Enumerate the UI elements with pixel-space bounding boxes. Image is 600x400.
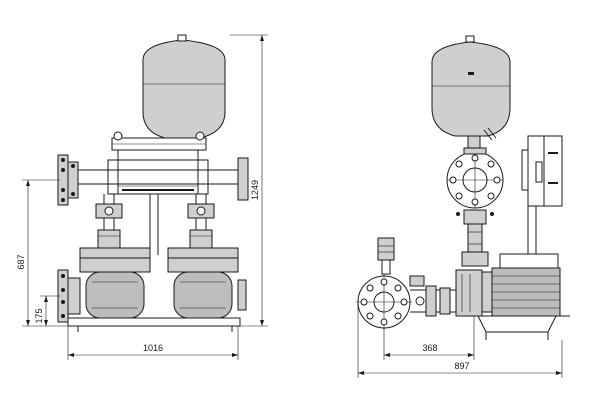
side-pump-motor [455,253,561,317]
side-riser [456,209,494,267]
side-suction-pipe [409,275,456,317]
front-suction-manifold [57,269,247,323]
dim-pump-offset: 368 [422,343,437,353]
dim-base-height: 175 [34,308,44,323]
front-pump-right [167,247,239,319]
front-base-frame [67,317,241,332]
side-control-cabinet [521,135,563,258]
side-pressure-switch [377,237,395,275]
front-risers [95,194,215,255]
side-base-frame [470,315,570,340]
dim-front-width: 1016 [143,343,163,353]
side-dimensions: 368 897 [357,302,563,378]
front-pump-left [79,247,151,319]
side-suction-flange [356,274,412,330]
side-expansion-vessel [431,35,511,137]
front-manifold [57,154,249,206]
dim-inlet-height: 687 [16,254,26,269]
front-expansion-vessel [142,34,226,139]
side-view [356,35,570,340]
front-view [57,34,249,332]
dim-total-height: 1249 [250,180,260,200]
side-discharge-flange [446,147,504,209]
front-control-cabinet [107,131,209,195]
dim-side-depth: 897 [454,361,469,371]
front-dimensions: 1249 687 175 1016 [16,34,268,360]
